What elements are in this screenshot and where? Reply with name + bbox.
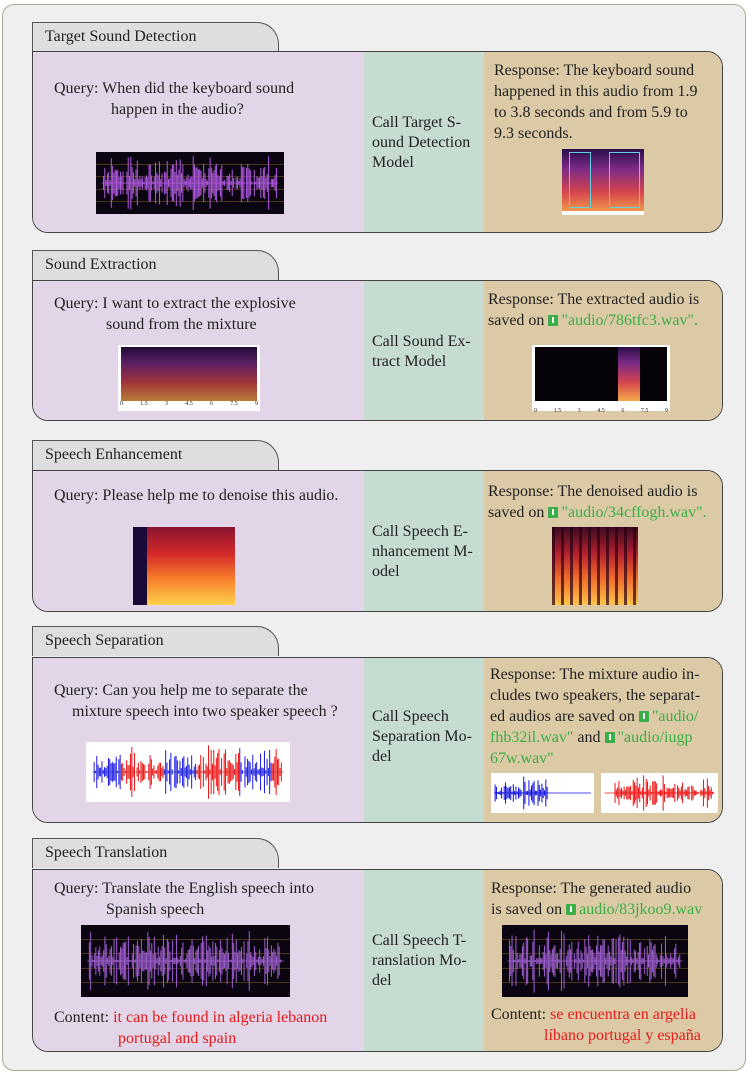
query-panel: Query: Translate the English speech into… bbox=[33, 870, 364, 1051]
audio-file-icon bbox=[566, 904, 577, 915]
call-text: Model bbox=[372, 154, 414, 171]
call-text: Call Speech T- bbox=[372, 932, 467, 949]
section-speech-enhancement: Query: Please help me to denoise this au… bbox=[32, 470, 723, 612]
response-text: saved on bbox=[488, 504, 549, 521]
response-text: Response: The mixture audio in- bbox=[490, 666, 700, 683]
detection-box bbox=[569, 152, 591, 208]
call-text: Call Speech E- bbox=[372, 523, 468, 540]
speaker1-waveform-image bbox=[491, 773, 594, 813]
query-text: mixture speech into two speaker speech ? bbox=[72, 703, 338, 720]
english-waveform-image bbox=[81, 925, 290, 997]
section-tab-speech-enhancement: Speech Enhancement bbox=[32, 440, 279, 470]
mixture-waveform-image bbox=[86, 742, 290, 802]
query-panel: Query: Can you help me to separate the m… bbox=[33, 658, 364, 822]
spectrogram-detection-image bbox=[562, 149, 644, 215]
query-panel: Query: Please help me to denoise this au… bbox=[33, 471, 364, 611]
query-text: Query: Please help me to denoise this au… bbox=[54, 487, 339, 504]
response-text: Response: The extracted audio is bbox=[488, 291, 700, 308]
call-text: nhancement M- bbox=[372, 543, 473, 560]
waveform-image bbox=[96, 152, 284, 214]
query-text: Query: I want to extract the explosive bbox=[54, 295, 296, 312]
content-text: it can be found in algeria lebanon bbox=[113, 1009, 328, 1026]
content-label: Content: bbox=[54, 1009, 114, 1026]
call-panel: Call Speech T- ranslation Mo- del bbox=[364, 870, 484, 1051]
response-text: happened in this audio from 1.9 bbox=[494, 83, 698, 100]
response-panel: Response: The generated audio is saved o… bbox=[484, 870, 722, 1051]
section-target-sound-detection: Query: When did the keyboard sound happe… bbox=[32, 51, 723, 233]
audio-file-link[interactable]: "audio/786tfc3.wav". bbox=[561, 312, 699, 329]
audio-file-link[interactable]: audio/83jkoo9.wav bbox=[579, 901, 703, 918]
response-text: and bbox=[573, 729, 605, 746]
call-text: del bbox=[372, 748, 392, 765]
section-tab-sound-extraction: Sound Extraction bbox=[32, 250, 279, 280]
spanish-waveform-image bbox=[502, 925, 688, 997]
section-tab-speech-translation: Speech Translation bbox=[32, 838, 279, 868]
call-text: tract Model bbox=[372, 353, 447, 370]
section-tab-target-sound-detection: Target Sound Detection bbox=[32, 22, 279, 52]
audio-file-link[interactable]: fhb32il.wav" bbox=[490, 729, 574, 746]
query-text: Query: Translate the English speech into bbox=[54, 880, 314, 897]
query-text: Query: Can you help me to separate the bbox=[54, 682, 308, 699]
content-text: líbano portugal y españa bbox=[544, 1027, 701, 1044]
section-tab-speech-separation: Speech Separation bbox=[32, 626, 279, 656]
audio-file-link[interactable]: "audio/iugp bbox=[617, 729, 693, 746]
audio-file-link[interactable]: "audio/ bbox=[651, 708, 699, 725]
speaker2-waveform-image bbox=[601, 773, 718, 813]
audio-file-link[interactable]: 67w.wav" bbox=[490, 750, 554, 767]
response-panel: Response: The denoised audio is saved on… bbox=[484, 471, 722, 611]
audio-file-icon bbox=[604, 732, 615, 743]
query-panel: Query: When did the keyboard sound happe… bbox=[33, 52, 364, 232]
response-text: cludes two speakers, the separat- bbox=[490, 687, 701, 704]
call-text: ound Detection bbox=[372, 134, 471, 151]
spectrogram-noisy-image bbox=[133, 527, 235, 605]
audio-file-icon bbox=[548, 315, 559, 326]
query-panel: Query: I want to extract the explosive s… bbox=[33, 281, 364, 420]
detection-box bbox=[609, 152, 640, 208]
call-text: ranslation Mo- bbox=[372, 952, 467, 969]
response-panel: Response: The extracted audio is saved o… bbox=[484, 281, 722, 420]
call-text: Separation Mo- bbox=[372, 728, 472, 745]
response-text: ed audios are saved on bbox=[490, 708, 639, 725]
section-speech-translation: Query: Translate the English speech into… bbox=[32, 869, 723, 1052]
query-text: Spanish speech bbox=[106, 901, 205, 918]
section-sound-extraction: Query: I want to extract the explosive s… bbox=[32, 280, 723, 421]
call-panel: Call Speech Separation Mo- del bbox=[364, 658, 484, 822]
spectrogram-denoised-image bbox=[552, 527, 638, 605]
call-panel: Call Target S- ound Detection Model bbox=[364, 52, 484, 232]
call-text: del bbox=[372, 972, 392, 989]
call-panel: Call Sound Ex- tract Model bbox=[364, 281, 484, 420]
response-text: saved on bbox=[488, 312, 549, 329]
response-panel: Response: The mixture audio in- cludes t… bbox=[484, 658, 722, 822]
content-text: se encuentra en argelia bbox=[550, 1006, 696, 1023]
audio-file-link[interactable]: "audio/34cffogh.wav". bbox=[561, 504, 707, 521]
response-panel: Response: The keyboard sound happened in… bbox=[484, 52, 722, 232]
audio-file-icon bbox=[638, 711, 649, 722]
query-text: Query: When did the keyboard sound bbox=[54, 80, 295, 97]
query-text: happen in the audio? bbox=[111, 101, 244, 118]
call-text: Call Sound Ex- bbox=[372, 333, 471, 350]
response-text: Response: The generated audio bbox=[491, 880, 692, 897]
section-speech-separation: Query: Can you help me to separate the m… bbox=[32, 657, 723, 823]
call-text: Call Target S- bbox=[372, 114, 461, 131]
response-text: is saved on bbox=[491, 901, 567, 918]
call-panel: Call Speech E- nhancement M- odel bbox=[364, 471, 484, 611]
response-text: Response: The keyboard sound bbox=[494, 62, 695, 79]
response-text: Response: The denoised audio is bbox=[488, 483, 698, 500]
content-label: Content: bbox=[491, 1006, 551, 1023]
audio-file-icon bbox=[548, 507, 559, 518]
call-text: Call Speech bbox=[372, 708, 449, 725]
content-text: portugal and spain bbox=[118, 1030, 237, 1047]
response-text: to 3.8 seconds and from 5.9 to bbox=[494, 104, 688, 121]
query-text: sound from the mixture bbox=[106, 316, 257, 333]
call-text: odel bbox=[372, 563, 400, 580]
response-text: 9.3 seconds. bbox=[494, 125, 573, 142]
